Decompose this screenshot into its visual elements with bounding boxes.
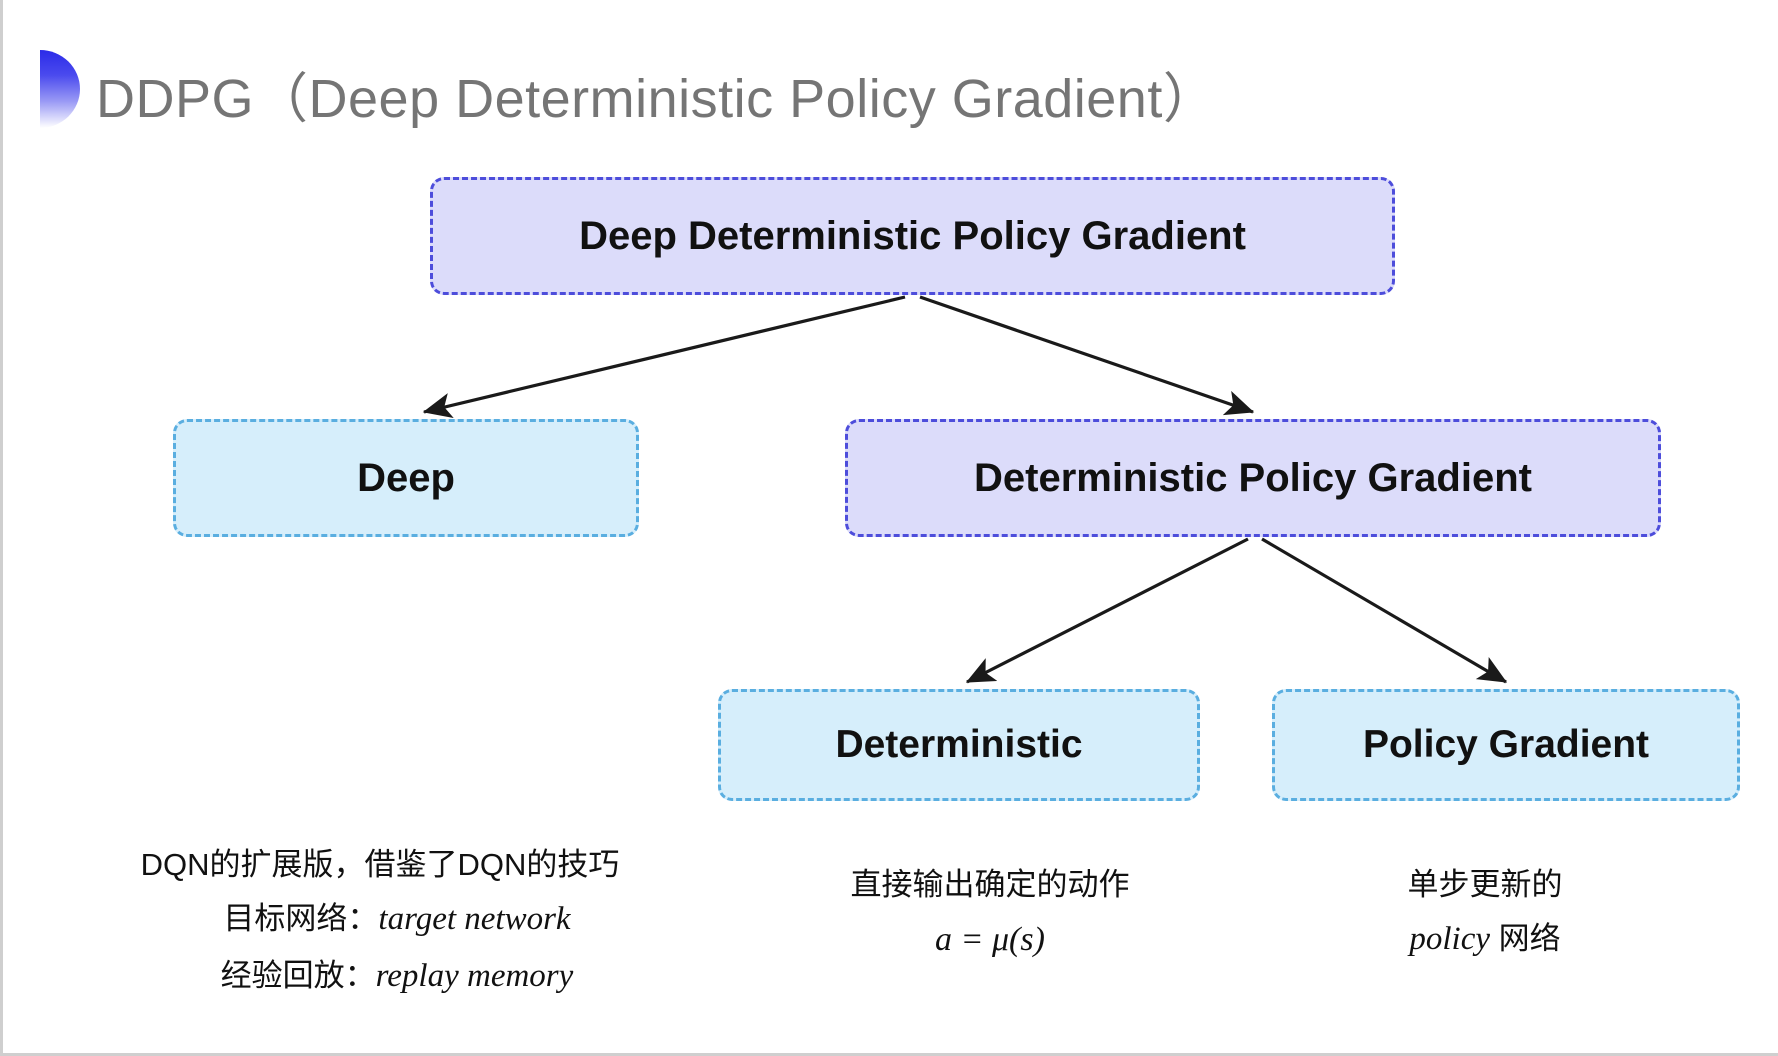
caption-deep-line3-value: replay memory <box>375 958 574 995</box>
caption-policy-gradient-line2-suffix: 网络 <box>1490 921 1561 957</box>
caption-deterministic-line1: 直接输出确定的动作 <box>850 867 1130 902</box>
edge-root-to-dpg <box>919 295 1255 416</box>
caption-deep-line3: 经验回放：replay memory <box>100 948 660 1005</box>
caption-deep-line2-label: 目标网络： <box>223 901 379 937</box>
caption-deep: DQN的扩展版，借鉴了DQN的技巧 目标网络：target network 经验… <box>100 838 660 1005</box>
title-bullet-decoration-icon <box>40 50 80 128</box>
edge-root-to-deep <box>422 295 906 419</box>
slide-frame-bottom-edge <box>0 1053 1778 1056</box>
node-deterministic[interactable]: Deterministic <box>718 689 1200 801</box>
caption-policy-gradient-line2: policy 网络 <box>1320 911 1650 968</box>
caption-deep-line3-label: 经验回放： <box>220 958 376 994</box>
caption-deterministic: 直接输出确定的动作 a = μ(s) <box>790 858 1190 970</box>
edge-dpg-to-deterministic <box>965 537 1249 684</box>
caption-deep-line1: DQN的扩展版，借鉴了DQN的技巧 <box>140 847 620 882</box>
page-title: DDPG（Deep Deterministic Policy Gradient） <box>96 69 1218 129</box>
node-policy-gradient[interactable]: Policy Gradient <box>1272 689 1740 801</box>
node-deep[interactable]: Deep <box>173 419 639 537</box>
caption-deep-line2: 目标网络：target network <box>100 891 660 948</box>
edge-dpg-to-policy-gradient <box>1261 537 1508 684</box>
slide-frame-left-edge <box>0 0 3 1056</box>
node-deterministic-policy-gradient[interactable]: Deterministic Policy Gradient <box>845 419 1661 537</box>
caption-policy-gradient: 单步更新的 policy 网络 <box>1320 858 1650 968</box>
caption-policy-gradient-line1: 单步更新的 <box>1407 867 1563 902</box>
caption-deterministic-formula: a = μ(s) <box>935 921 1045 959</box>
node-deep-deterministic-policy-gradient[interactable]: Deep Deterministic Policy Gradient <box>430 177 1395 295</box>
caption-deep-line2-value: target network <box>378 901 571 938</box>
caption-policy-gradient-line2-value: policy <box>1409 921 1490 958</box>
